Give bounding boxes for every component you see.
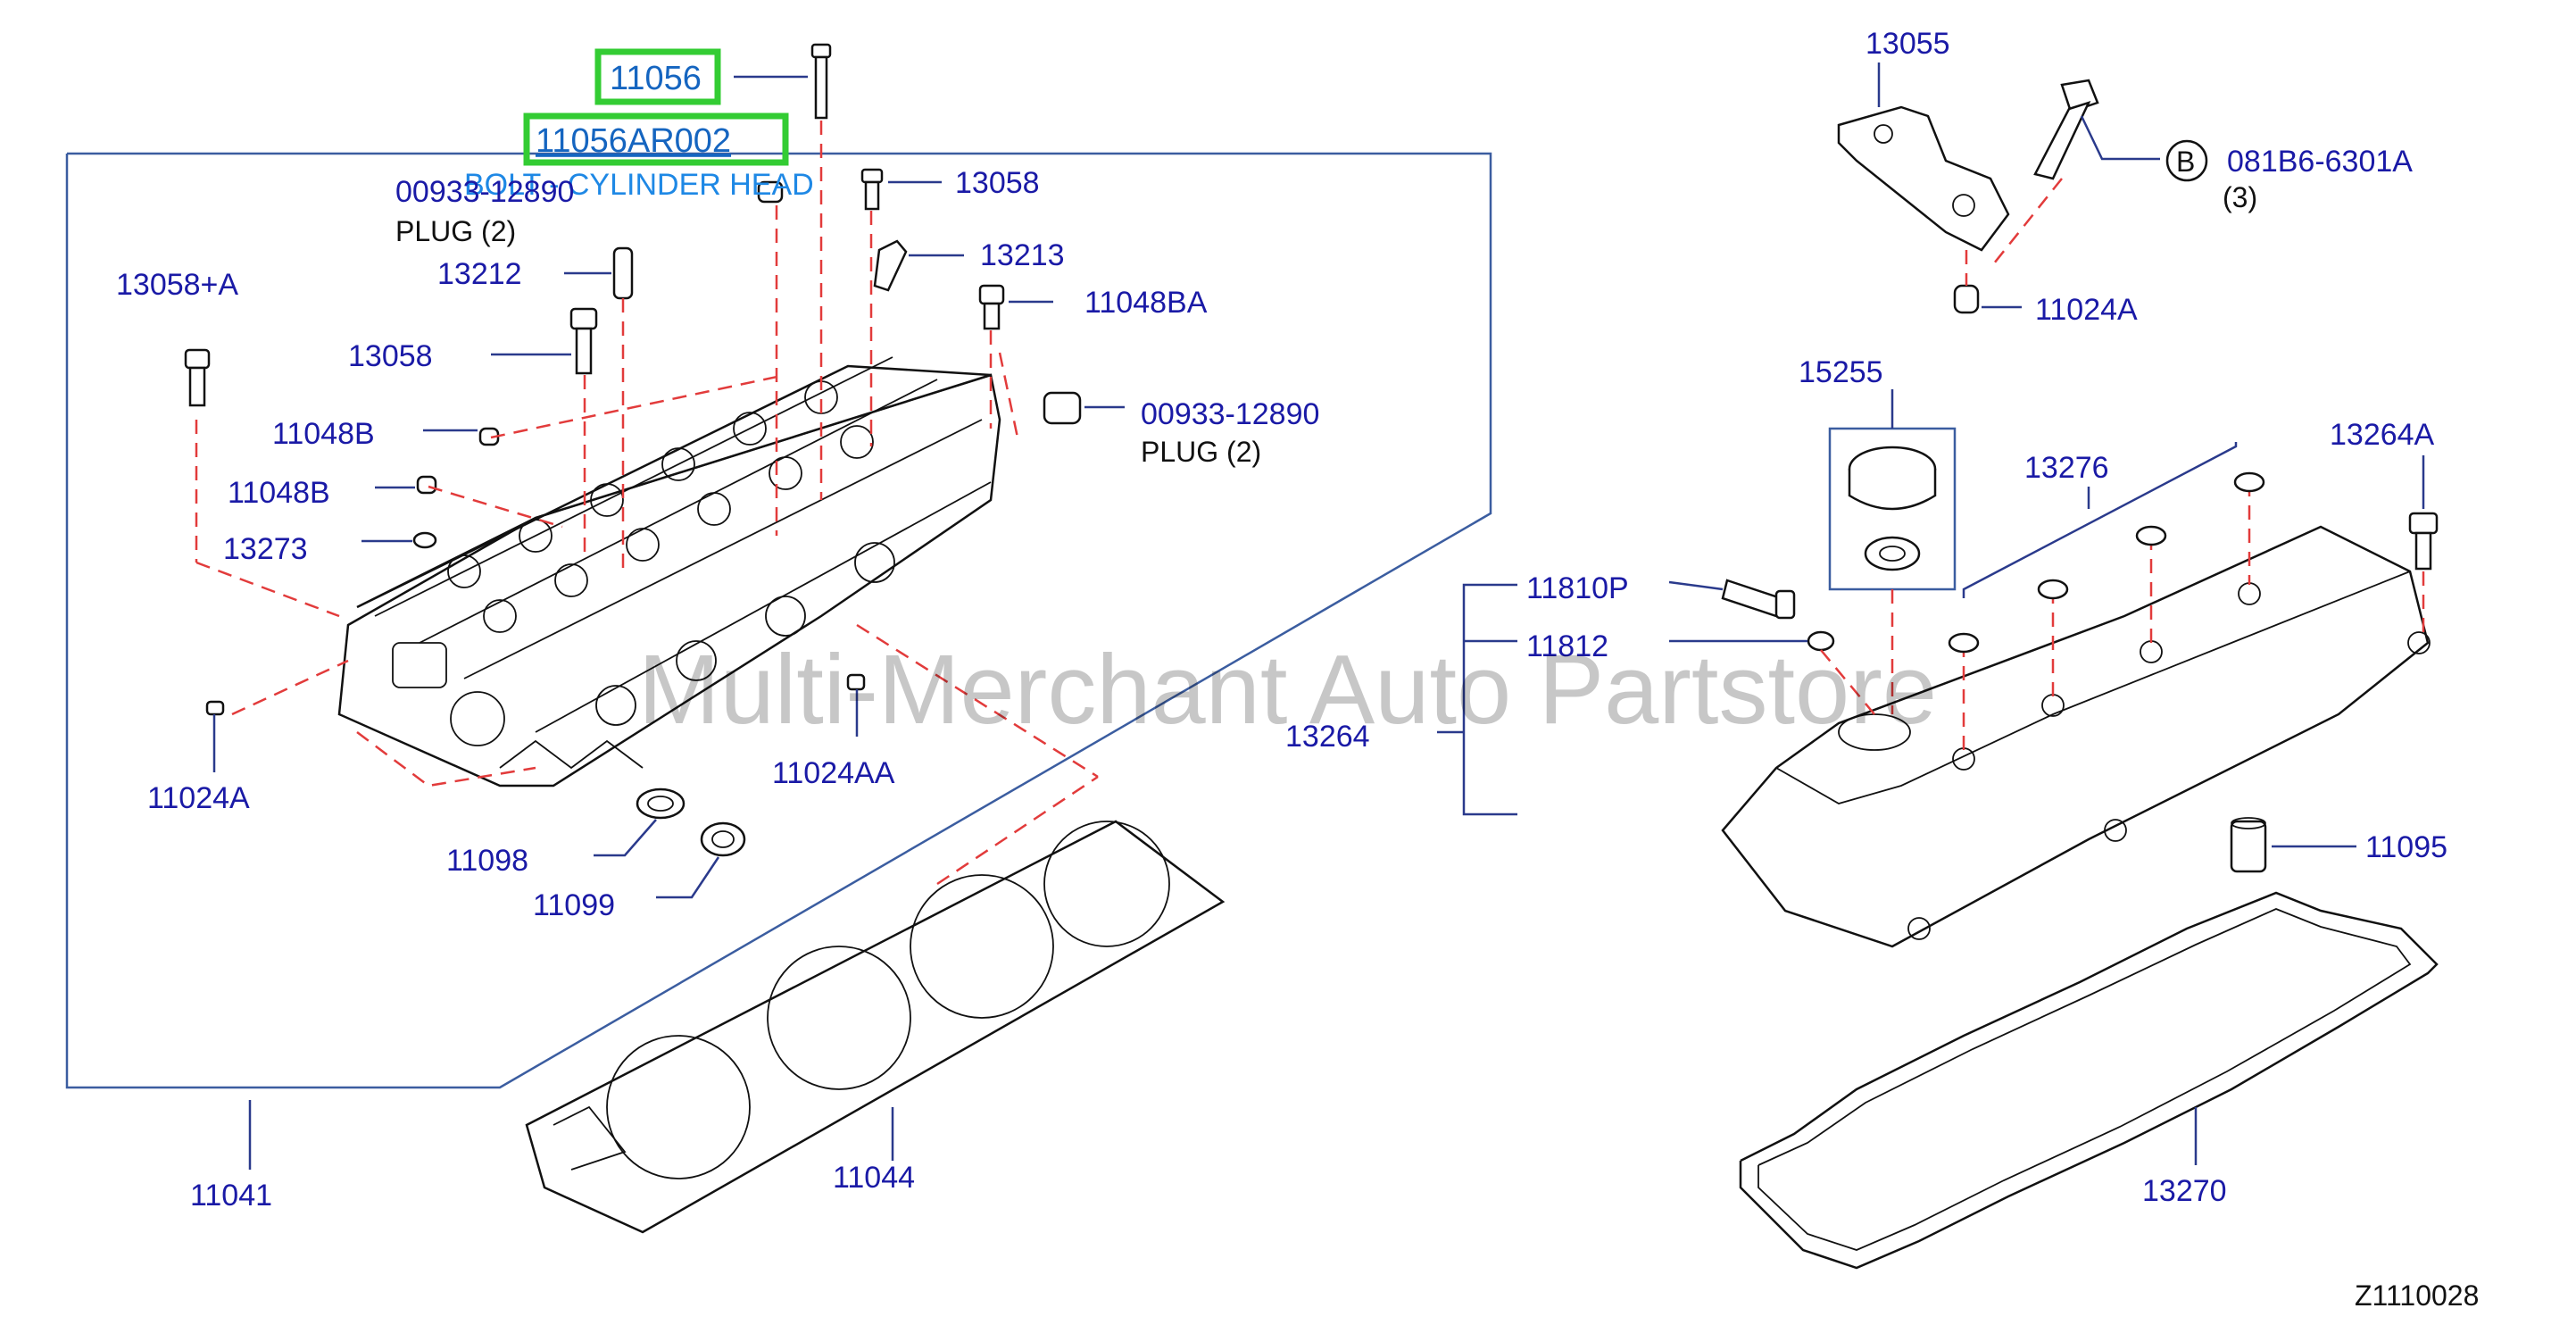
label-081b6-6301a[interactable]: 081B6-6301A: [2227, 145, 2413, 179]
label-11041[interactable]: 11041: [190, 1179, 272, 1212]
label-11099[interactable]: 11099: [533, 888, 615, 922]
bolt-13058-left-drawing: [569, 307, 598, 375]
washer-13273-drawing: [412, 531, 437, 549]
label-11095[interactable]: 11095: [2365, 830, 2447, 864]
pin-11024a-right-drawing: [1953, 284, 1980, 314]
label-11024aa[interactable]: 11024AA: [772, 756, 895, 790]
pin-11024a-left-drawing: [205, 700, 225, 716]
washers-13276-drawing: [1948, 471, 2265, 654]
label-13276[interactable]: 13276: [2024, 451, 2109, 485]
seal-11098-drawing: [636, 788, 686, 820]
highlight-part-number[interactable]: 11056: [610, 60, 702, 97]
bolt-13058-top-drawing: [860, 168, 884, 211]
cover-gasket-drawing: [1739, 891, 2439, 1270]
label-13212[interactable]: 13212: [437, 257, 522, 291]
leader-lines: [212, 62, 2425, 1165]
assembly-dashed-lines-left: [195, 121, 1099, 886]
label-13055[interactable]: 13055: [1866, 27, 1950, 61]
highlight-part-description: BOLT - CYLINDER HEAD: [464, 168, 814, 202]
plug-00933-right-drawing: [1043, 391, 1082, 425]
oil-cap-drawing: [1848, 446, 1937, 571]
label-13058-left[interactable]: 13058: [348, 339, 433, 373]
pin-13213-drawing: [873, 239, 908, 292]
watermark: Multi-Merchant Auto Partstore: [638, 635, 1937, 745]
callout-letter-b: B: [2176, 146, 2195, 178]
seal-11048b-drawing: [416, 427, 500, 495]
cylinder-head-drawing: [337, 356, 1001, 788]
label-00933-12890-right[interactable]: 00933-12890: [1141, 397, 1319, 431]
bolt-11056-drawing: [810, 43, 832, 120]
label-11098[interactable]: 11098: [446, 844, 528, 878]
assembly-dashed-lines-right: [1820, 178, 2425, 750]
label-13270[interactable]: 13270: [2142, 1174, 2227, 1208]
highlight-part-code[interactable]: 11056AR002: [536, 122, 731, 160]
highlight-box-part-code: [523, 112, 789, 166]
dowel-13212-drawing: [612, 246, 634, 300]
bolt-13058-plus-a-drawing: [184, 348, 211, 407]
label-11044[interactable]: 11044: [833, 1161, 915, 1195]
label-13213[interactable]: 13213: [980, 238, 1065, 272]
highlight-box-part-number: [594, 48, 721, 105]
label-11812[interactable]: 11812: [1526, 629, 1608, 663]
label-11048b-upper[interactable]: 11048B: [272, 417, 375, 451]
seal-11099-drawing: [700, 821, 746, 857]
label-11048b-lower[interactable]: 11048B: [228, 476, 330, 510]
label-11048ba[interactable]: 11048BA: [1084, 286, 1208, 320]
label-qty-3: (3): [2223, 181, 2257, 213]
label-11024a-right[interactable]: 11024A: [2035, 293, 2138, 327]
bracket-13055-drawing: [1837, 105, 2010, 252]
label-13264[interactable]: 13264: [1285, 720, 1370, 754]
label-13264a[interactable]: 13264A: [2330, 418, 2435, 452]
label-13273[interactable]: 13273: [223, 532, 308, 566]
bolt-11048ba-drawing: [978, 284, 1005, 330]
pcv-valve-11810p-drawing: [1721, 579, 1796, 620]
callout-circle-b: [2165, 139, 2208, 182]
bolt-081b6-drawing: [2033, 79, 2099, 180]
label-13058-plus-a[interactable]: 13058+A: [116, 268, 238, 302]
label-11810p[interactable]: 11810P: [1526, 571, 1629, 605]
label-15255[interactable]: 15255: [1799, 355, 1883, 389]
diagram-code: Z1110028: [2355, 1279, 2479, 1312]
label-plug-2-right: PLUG (2): [1141, 436, 1261, 468]
label-plug-2-top: PLUG (2): [395, 215, 516, 247]
rocker-cover-drawing: [1721, 525, 2431, 948]
label-13058-top[interactable]: 13058: [955, 166, 1040, 200]
head-gasket-drawing: [525, 820, 1226, 1234]
label-11024a-left[interactable]: 11024A: [147, 781, 250, 815]
assembly-frame-11041: [65, 152, 1492, 1089]
bolt-13264a-drawing: [2408, 512, 2439, 571]
pin-11095-drawing: [2230, 817, 2267, 873]
label-00933-12890-top[interactable]: 00933-12890: [395, 175, 574, 209]
plug-00933-top-drawing: [757, 180, 784, 204]
